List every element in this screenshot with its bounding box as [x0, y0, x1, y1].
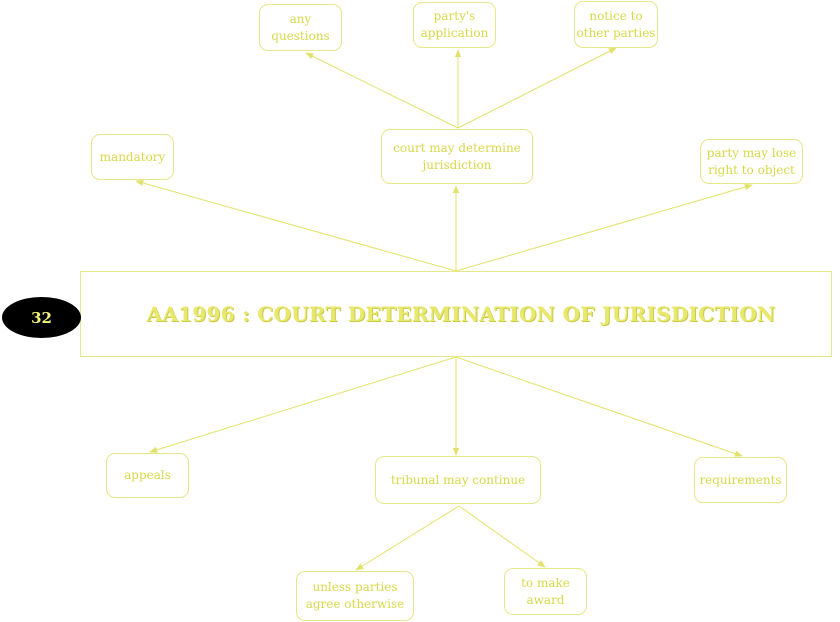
node-party-may-lose-right: party may lose right to object — [700, 139, 803, 184]
edge-main-to-mandatory — [135, 179, 457, 272]
edge-main-to-requirements — [455, 356, 743, 457]
node-unless-parties-agree: unless parties agree otherwise — [296, 571, 414, 621]
edge-main-to-appeals — [149, 356, 457, 453]
edge-court-to-any-questions — [305, 52, 459, 129]
node-mandatory: mandatory — [91, 134, 174, 180]
node-court-may-determine: court may determine jurisdiction — [381, 129, 533, 184]
node-any-questions: any questions — [259, 4, 342, 51]
node-tribunal-may-continue: tribunal may continue — [375, 456, 541, 504]
node-partys-application: party's application — [413, 2, 496, 48]
edge-tribunal-to-unless — [355, 505, 460, 571]
main-title: AA1996 : COURT DETERMINATION OF JURISDIC… — [146, 302, 776, 326]
node-notice-to-other-parties: notice to other parties — [574, 1, 658, 48]
edge-main-to-party-may-lose — [455, 183, 753, 272]
node-requirements: requirements — [694, 457, 787, 503]
main-topic-box: AA1996 : COURT DETERMINATION OF JURISDIC… — [80, 271, 832, 357]
number-badge: 32 — [2, 297, 81, 338]
node-to-make-award: to make award — [504, 568, 587, 615]
edge-tribunal-to-award — [458, 505, 546, 568]
node-appeals: appeals — [106, 453, 189, 498]
edge-court-to-notice — [457, 47, 617, 129]
